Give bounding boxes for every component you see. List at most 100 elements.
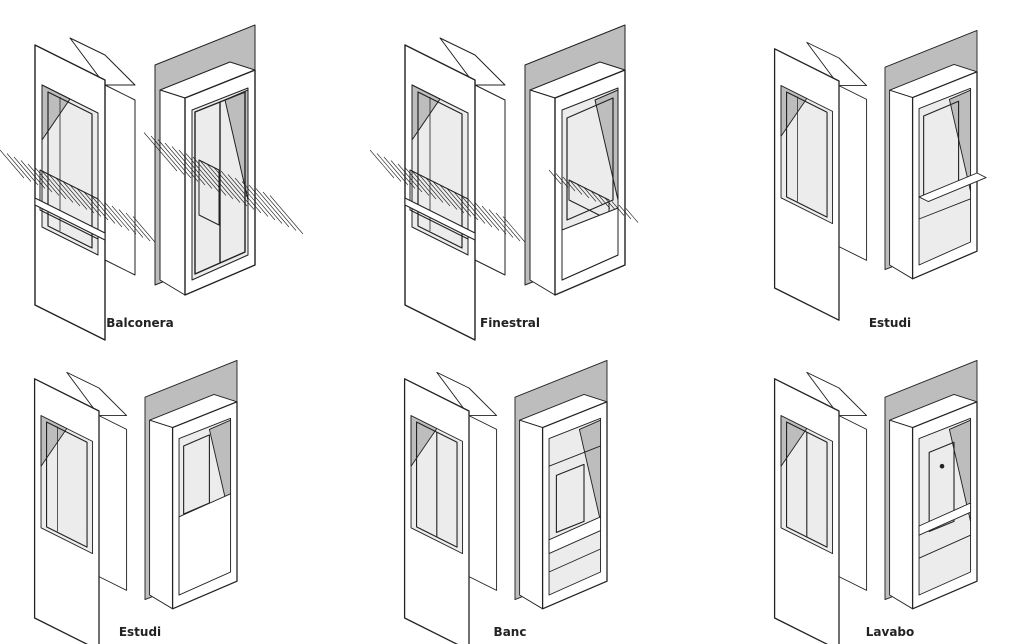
upper-shelf xyxy=(548,445,601,467)
exterior-top-face xyxy=(439,37,506,86)
railing-bar xyxy=(6,153,32,182)
railing-bar xyxy=(111,205,137,235)
railing-bar xyxy=(48,174,74,203)
railing-bar xyxy=(69,184,95,214)
window-frame xyxy=(47,91,93,249)
interior-view xyxy=(143,24,304,296)
railing-bar xyxy=(90,195,116,224)
railing-bar xyxy=(104,202,130,231)
opening-shadow xyxy=(410,415,438,467)
railing-bar xyxy=(474,202,500,231)
railing-bar xyxy=(597,194,611,209)
exterior-top-face xyxy=(806,41,868,87)
railing-bar xyxy=(227,174,262,214)
railing-bar xyxy=(562,176,576,192)
module-study-low xyxy=(33,359,238,644)
railing-bar xyxy=(234,177,269,217)
balcony-railing xyxy=(369,149,528,245)
window-frame xyxy=(555,463,585,533)
exterior-view xyxy=(773,41,868,321)
interior-left-side xyxy=(529,89,556,296)
interior-shadow xyxy=(948,419,972,522)
railing-bar xyxy=(502,216,528,245)
exterior-top-face xyxy=(806,371,868,417)
exterior-view xyxy=(33,371,128,644)
railing-bar xyxy=(397,163,423,193)
window-outer-frame xyxy=(47,91,93,249)
exterior-top-face xyxy=(69,37,136,86)
exterior-side-face xyxy=(98,415,128,591)
interior-view xyxy=(884,29,987,280)
railing-bar xyxy=(590,190,604,206)
railing-bar xyxy=(13,156,39,186)
railing-bar xyxy=(569,180,583,195)
railing-bar xyxy=(125,212,151,242)
module-label-balconera: Balconera xyxy=(106,316,174,330)
window-frame xyxy=(417,91,463,249)
railing-bar xyxy=(432,181,458,210)
railing-frame xyxy=(198,159,220,226)
railing-bar xyxy=(425,177,451,207)
exterior-top-face xyxy=(436,371,498,417)
interior-left-side xyxy=(159,89,186,296)
interior-left-side xyxy=(519,419,544,610)
railing-bar xyxy=(27,163,53,193)
exterior-side-face xyxy=(104,84,136,276)
railing-bar xyxy=(625,208,639,223)
railing-bar xyxy=(118,209,144,238)
opening-shadow xyxy=(780,415,808,467)
window-outer-frame xyxy=(786,91,828,218)
railing-bar xyxy=(390,160,416,189)
window-opening xyxy=(780,85,834,225)
railing-bar xyxy=(0,149,25,179)
module-label-finestral: Finestral xyxy=(480,316,540,330)
railing-bar xyxy=(262,191,297,231)
railing-bar xyxy=(192,156,227,196)
railing-bar xyxy=(132,216,158,245)
lower-shelf xyxy=(918,534,971,559)
railing-bar xyxy=(488,209,514,238)
lower-shelf xyxy=(548,548,601,573)
module-label-lavabo: Lavabo xyxy=(865,625,915,639)
railing-frame xyxy=(409,169,469,240)
washbasin-counter xyxy=(918,502,972,536)
mirror-frame xyxy=(928,441,955,533)
railing-bar xyxy=(439,184,465,214)
interior-left-side xyxy=(889,89,914,280)
railing-bar xyxy=(241,181,276,221)
railing-bar xyxy=(150,135,185,175)
low-cabinet xyxy=(178,493,232,596)
railing-bar xyxy=(20,160,46,189)
railing-bar xyxy=(446,188,472,217)
faucet-icon xyxy=(939,463,945,469)
railing-behind-door xyxy=(143,132,304,235)
interior-view xyxy=(884,359,978,610)
railing-bar xyxy=(41,170,67,200)
railing-bar xyxy=(404,167,430,196)
railing-bar xyxy=(269,195,304,235)
railing-bar xyxy=(213,167,248,207)
railing-bar xyxy=(418,174,444,203)
desk-shelf xyxy=(918,198,971,220)
french-door-frame xyxy=(194,91,246,275)
railing-bar xyxy=(495,212,521,242)
exterior-side-face xyxy=(474,84,506,276)
balcony-railing xyxy=(0,149,158,245)
railing-bar xyxy=(157,139,192,179)
interior-shadow xyxy=(948,89,972,192)
railing-bar xyxy=(178,149,213,189)
bench-seat xyxy=(548,516,602,555)
railing-bar xyxy=(55,177,81,207)
module-label-estudi: Estudi xyxy=(868,316,912,330)
railing-bar xyxy=(618,204,632,220)
module-window-railing xyxy=(369,24,639,341)
railing-bar xyxy=(411,170,437,200)
exterior-view xyxy=(0,37,158,341)
railing-bar xyxy=(548,169,562,185)
interior-view xyxy=(514,359,608,610)
railing-bar xyxy=(206,163,241,203)
railing-bar xyxy=(555,173,569,188)
window-opening xyxy=(40,415,94,555)
interior-left-side xyxy=(889,419,914,610)
